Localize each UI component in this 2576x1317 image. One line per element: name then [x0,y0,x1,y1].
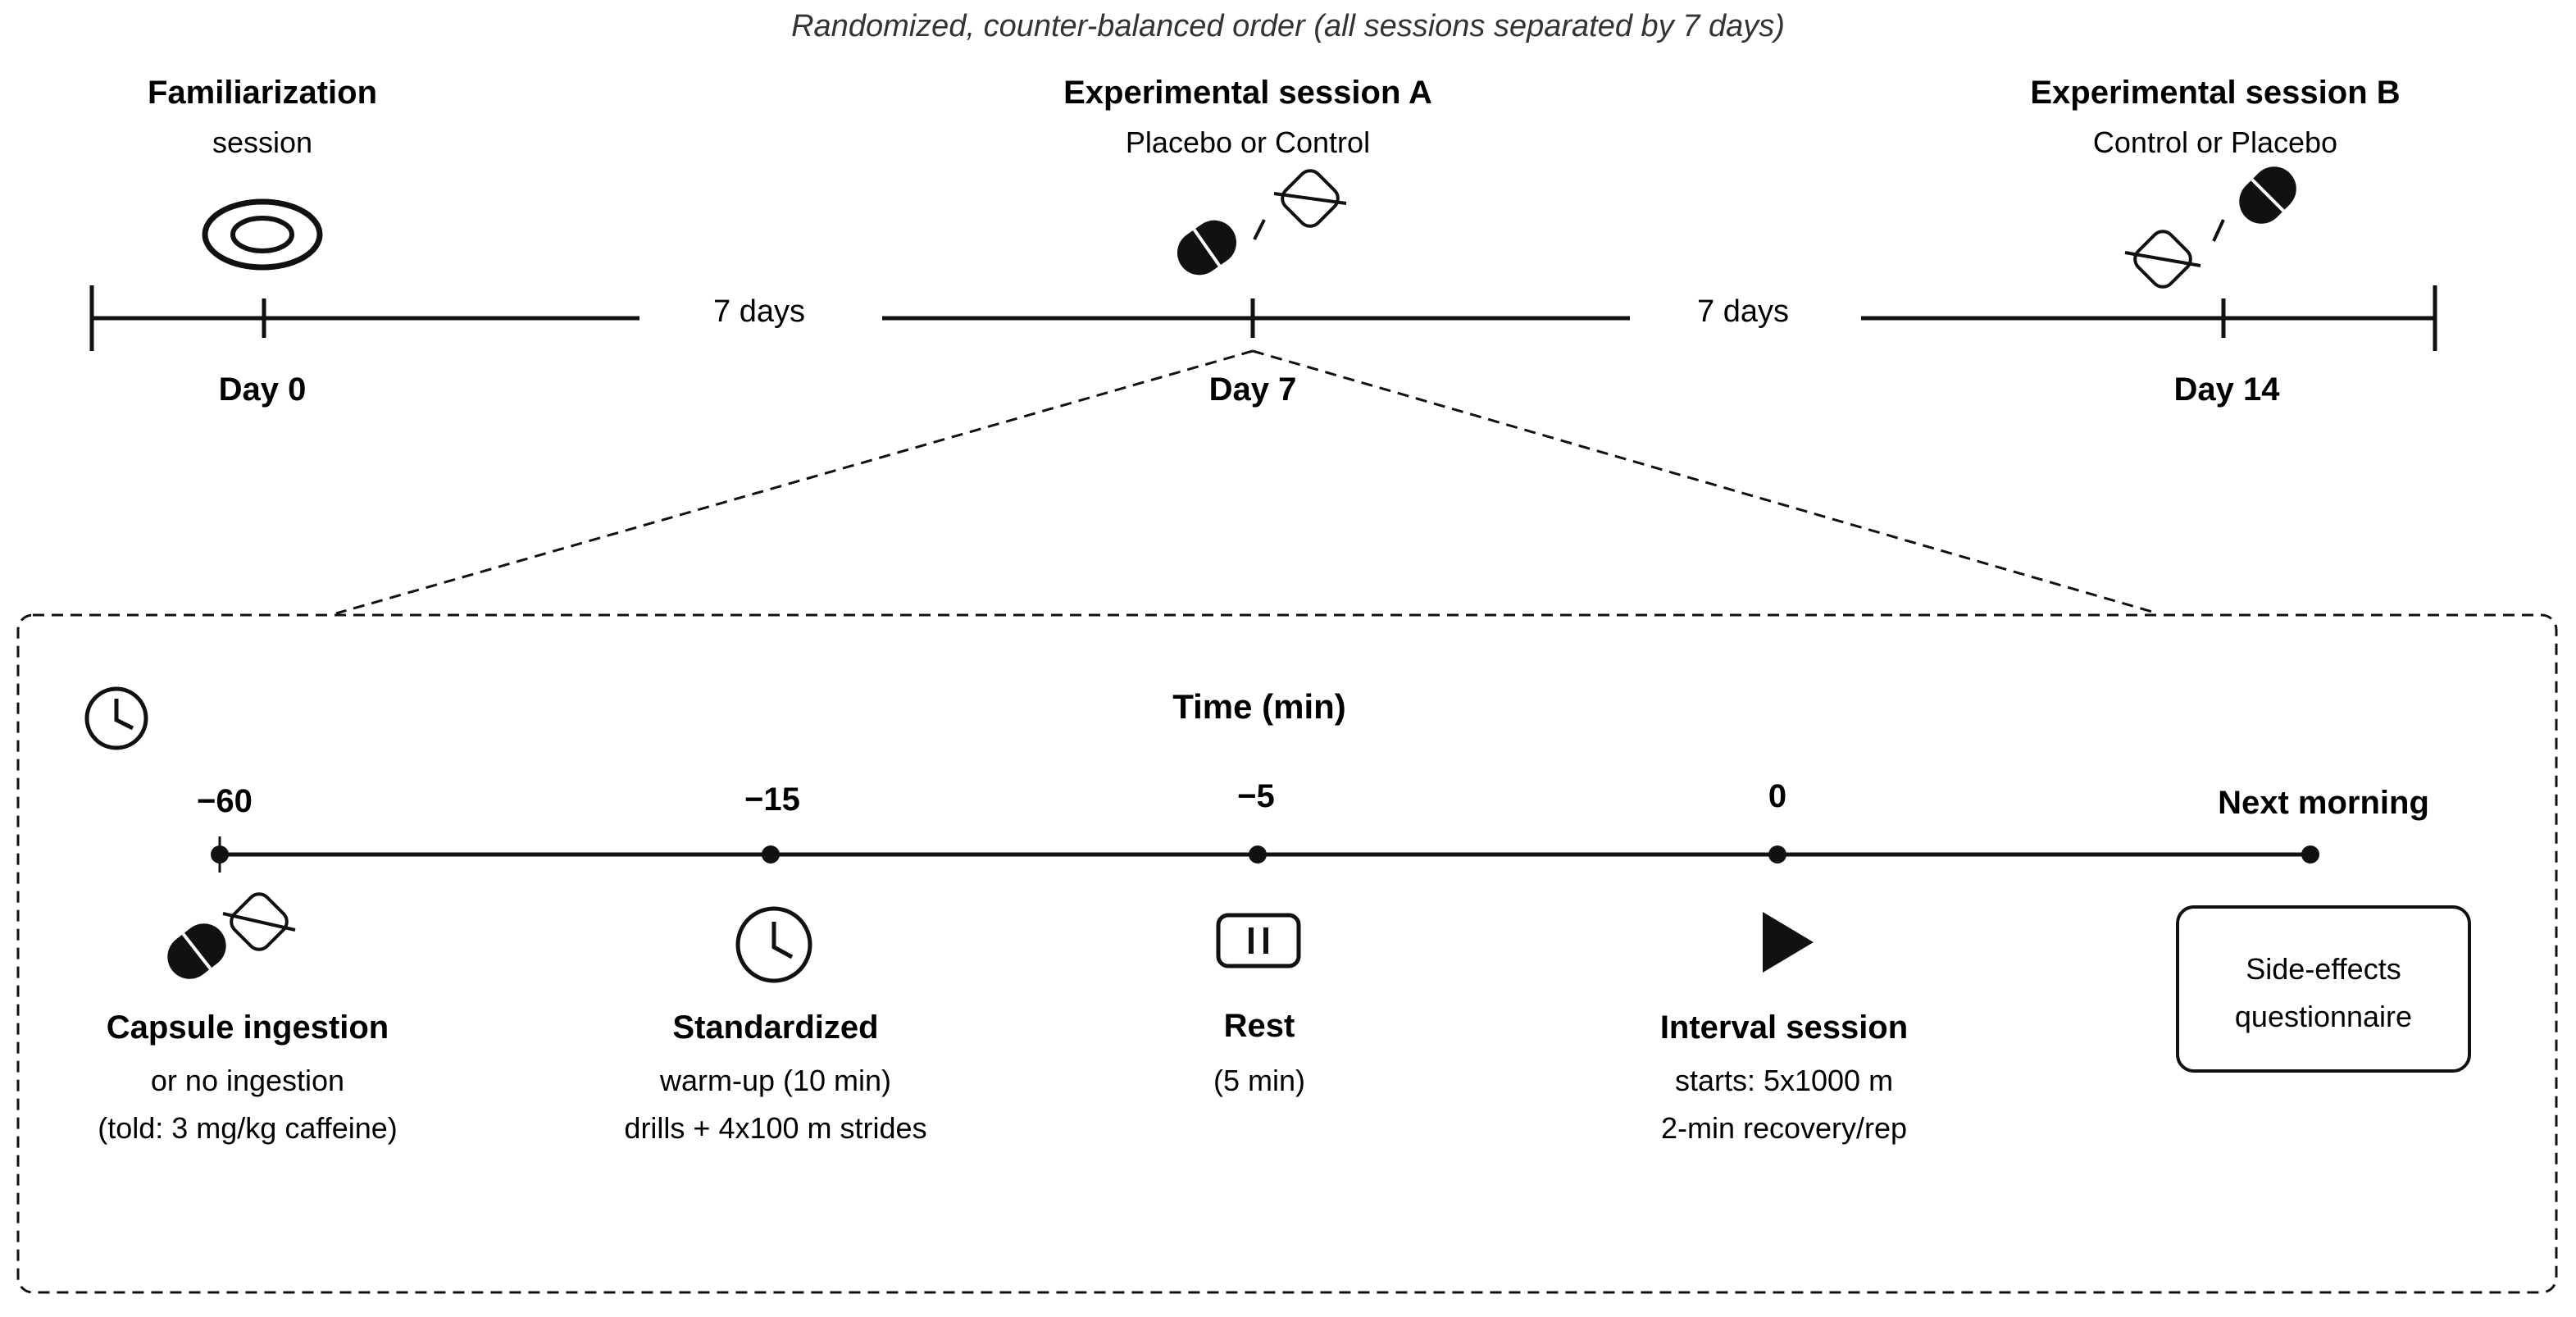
clock-icon [735,906,812,983]
step-line1-interval: starts: 5x1000 m [1675,1064,1893,1097]
side-effects-box [2176,905,2471,1073]
step-title-capsule: Capsule ingestion [107,1009,389,1046]
step-title-interval: Interval session [1660,1009,1908,1046]
session-subtitle-familiarization: session [212,125,312,159]
target-rings-icon [202,198,323,271]
detail-title: Time (min) [1172,687,1346,726]
tick-label-next-morning: Next morning [2218,785,2429,821]
session-title-b: Experimental session B [2030,75,2400,111]
zoom-connector [335,349,2159,615]
step-line1-warmup: warm-up (10 min) [659,1064,891,1097]
day-label-7: Day 7 [1209,371,1297,408]
or-slash [2212,219,2225,242]
session-title-a: Experimental session A [1063,75,1432,111]
tick-label-0: 0 [1768,778,1786,814]
clock-icon [84,686,148,750]
session-title-familiarization: Familiarization [148,75,377,111]
tick-label-minus15: −15 [744,782,800,818]
step-title-warmup: Standardized [672,1009,878,1046]
gap-label-2: 7 days [1697,294,1789,329]
step-line1-capsule: or no ingestion [151,1064,344,1097]
no-capsule-icon [222,892,296,951]
pause-icon [1216,913,1301,968]
step-line2-capsule: (told: 3 mg/kg caffeine) [98,1111,398,1145]
capsule-icon [1176,220,1237,276]
capsule-icon [167,923,226,979]
session-subtitle-b: Control or Placebo [2093,125,2337,159]
tick-label-minus5: −5 [1237,778,1275,814]
play-icon [1763,912,1814,973]
day-label-14: Day 14 [2174,371,2281,408]
step-line2-warmup: drills + 4x100 m strides [624,1111,926,1145]
timeline-dots [211,845,2319,864]
day-label-0: Day 0 [219,371,307,408]
step-line2-interval: 2-min recovery/rep [1661,1111,1907,1145]
session-detail-box [16,613,2558,1294]
session-timeline [89,285,2437,351]
no-capsule-icon [2124,230,2201,289]
side-effects-line1: Side-effects [2246,952,2401,986]
step-line1-rest: (5 min) [1213,1064,1305,1097]
or-slash [1253,219,1266,240]
randomization-note: Randomized, counter-balanced order (all … [791,9,1785,43]
gap-label-1: 7 days [713,294,805,329]
tick-label-minus60: −60 [197,783,253,819]
capsule-icon [2239,166,2296,224]
session-subtitle-a: Placebo or Control [1126,125,1370,159]
step-title-rest: Rest [1224,1008,1295,1044]
no-capsule-icon [1273,169,1347,228]
side-effects-line2: questionnaire [2235,1000,2412,1033]
